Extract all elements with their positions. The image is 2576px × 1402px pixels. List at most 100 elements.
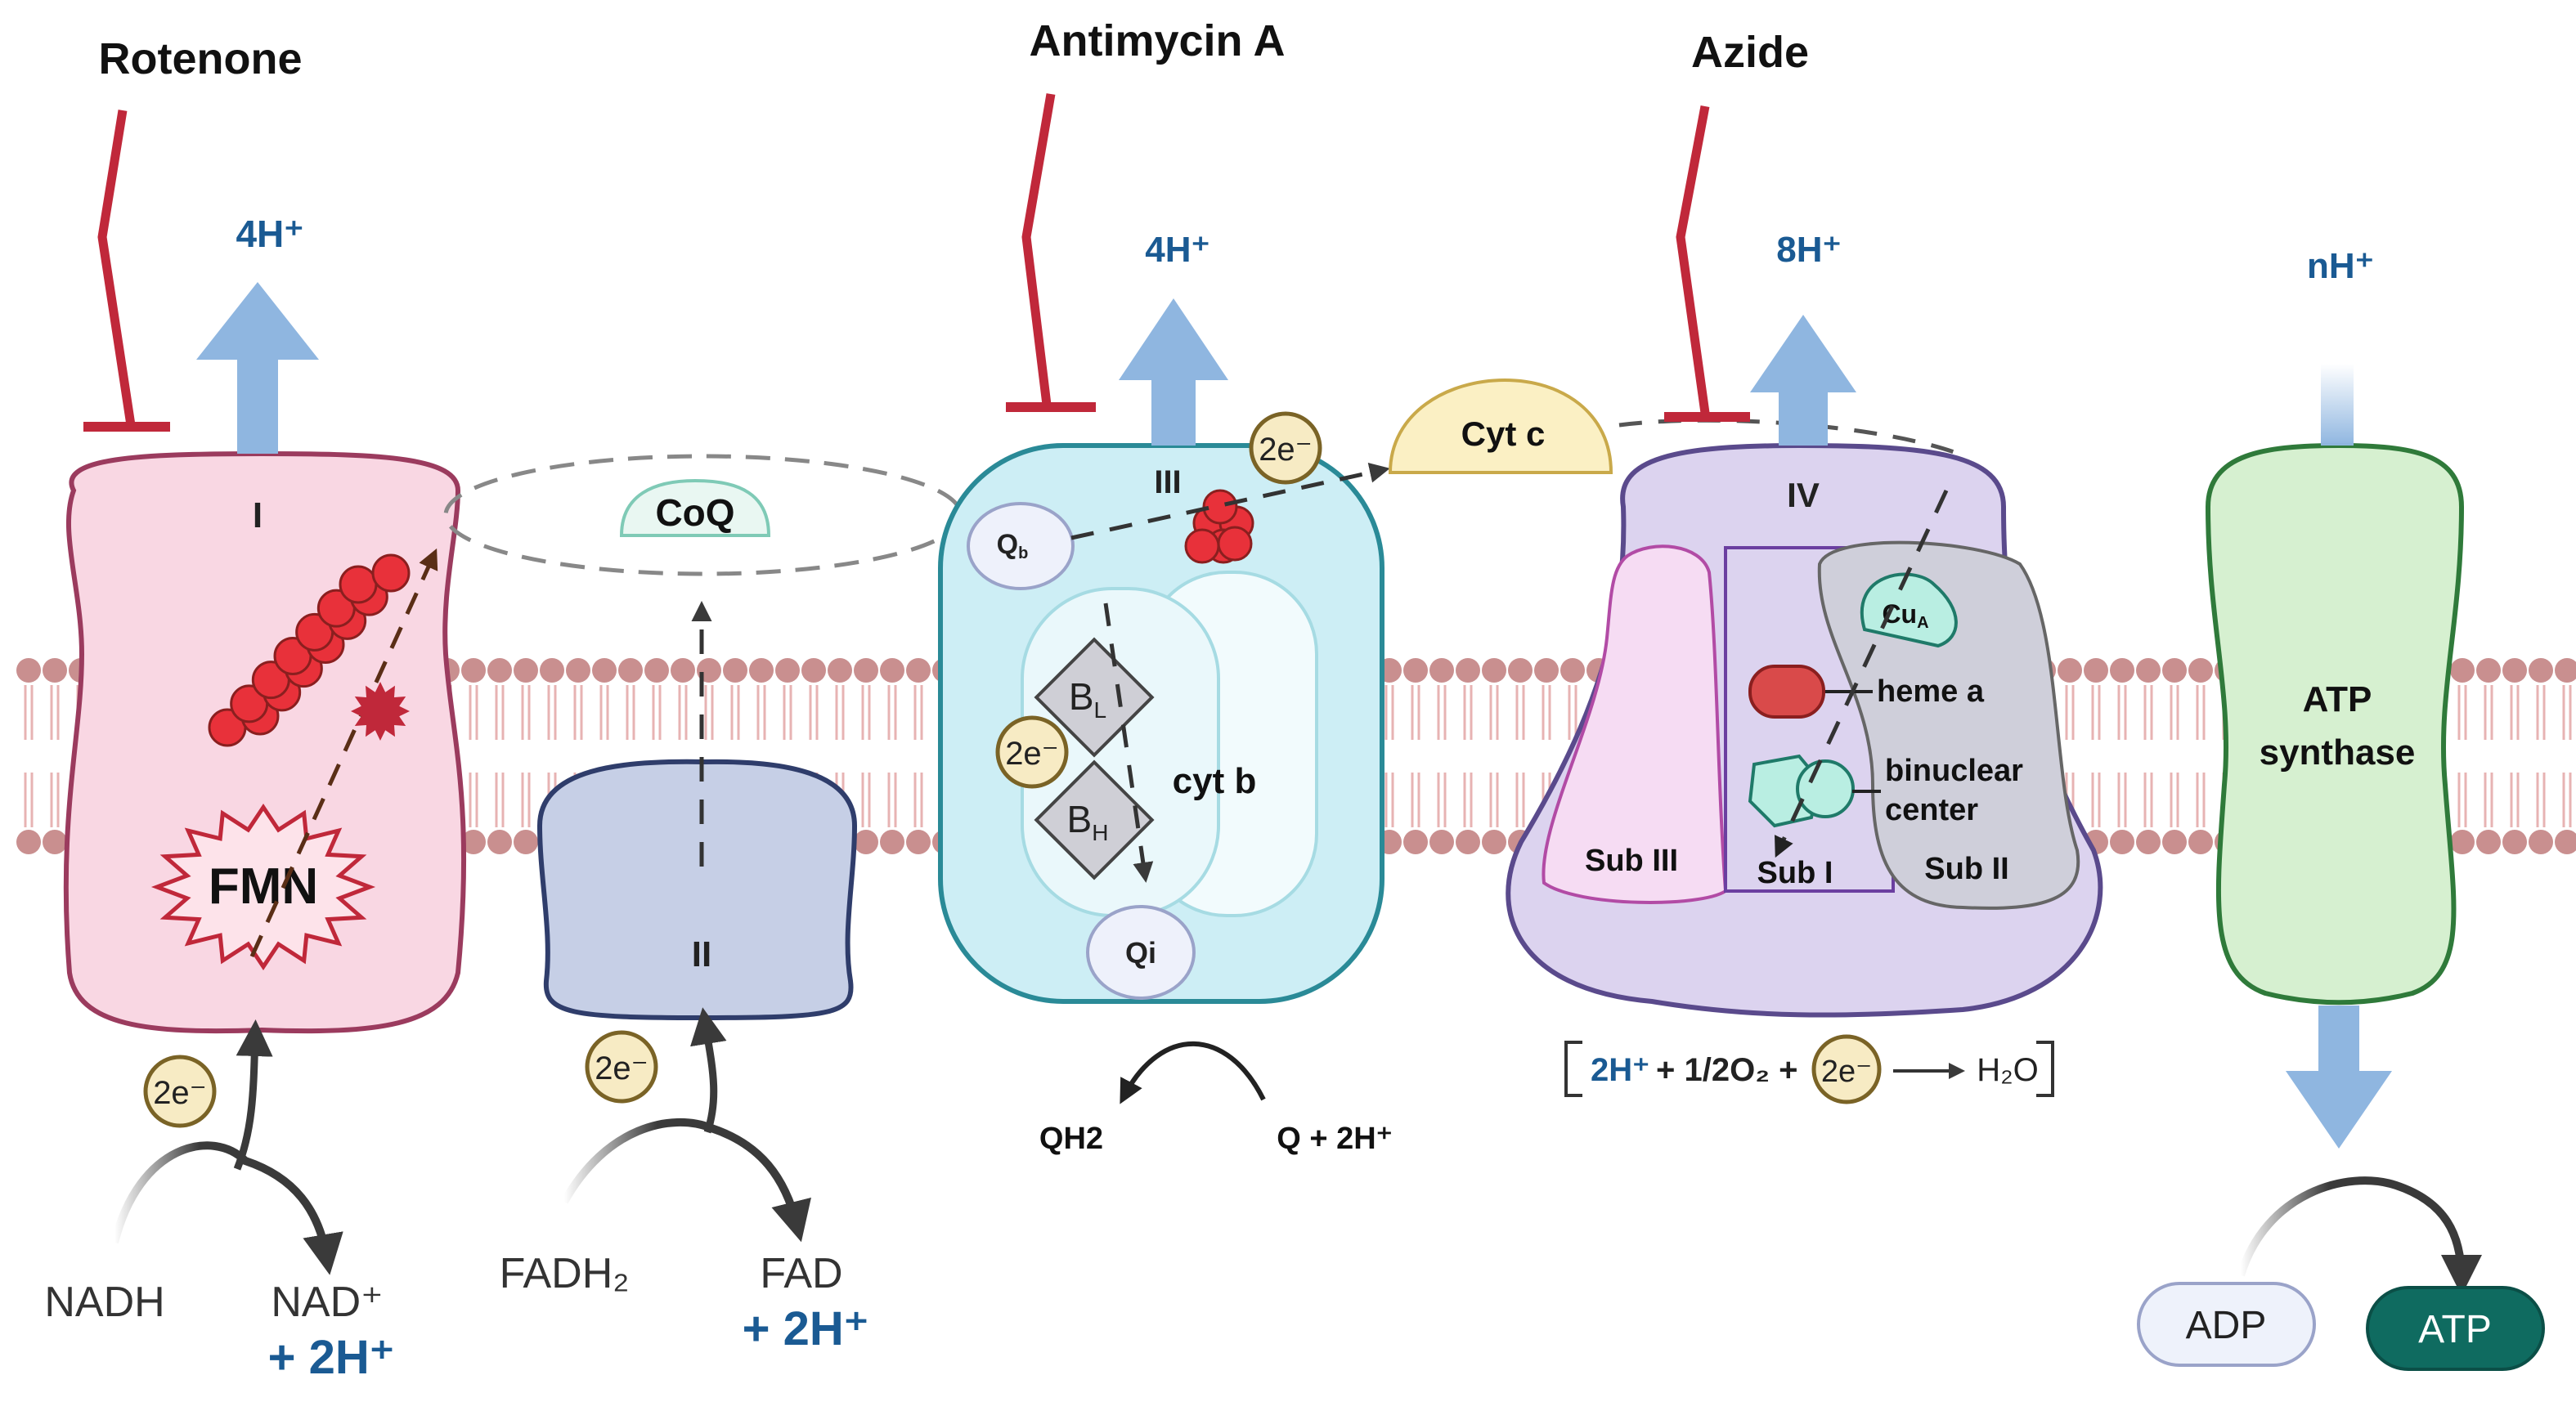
lipid-part [2136,830,2161,854]
electron-badge-complex-III-mid: 2e⁻ [995,715,1069,789]
lipid-part [43,830,67,854]
matrix-reactions: NADH NAD⁺ + 2H⁺ FADH₂ FAD + 2H⁺ QH2 Q + … [44,1007,2545,1384]
electron-badges: 2e⁻ 2e⁻ 2e⁻ 2e⁻ [143,411,1322,1128]
lipid-part [16,658,41,683]
lipid-part [1456,658,1480,683]
red-cluster-icon [351,682,410,741]
lipid-part [1429,830,1454,854]
fmn-label: FMN [209,858,318,915]
lipid-part [16,830,41,854]
iron-sulfur-cluster-chain [208,553,411,747]
coq-label: CoQ [655,491,734,534]
electron-path-to-cytc [1070,462,1390,540]
lipid-part [618,658,643,683]
azide-inhibitor-symbol [1676,105,1710,414]
lipid-part [1508,658,1533,683]
lipid-part [2110,830,2134,854]
lipid-part [461,658,486,683]
cytc-shape [1388,378,1613,474]
lipid-part [1534,658,1559,683]
lipid-part [828,658,852,683]
iron-sulfur-bead [339,565,378,604]
rotenone-label: Rotenone [99,34,303,83]
qi-site [1086,905,1196,1000]
iron-sulfur-bead [371,553,411,593]
lipid-part [1403,830,1428,854]
lipid-part [2162,830,2187,854]
qi-label: Qi [1125,936,1156,970]
cub-center [1796,759,1855,818]
heme-a-label: heme a [1877,674,1985,709]
proton-arrow-complex-IV [1750,315,1856,446]
reaction-product: H₂O [1977,1052,2039,1088]
nad-protons-label: + 2H⁺ [268,1331,395,1384]
bh-heme [1034,759,1155,880]
complex-II-body [536,759,858,1021]
lipid-part [880,830,904,854]
qb-label: Qb [997,529,1029,562]
adp-to-atp-arrow [2237,1176,2482,1296]
rieske-bead [1202,489,1238,525]
binuclear-label-2: center [1885,793,1978,827]
complex-II-label: II [692,934,711,974]
lipid-part [1482,830,1506,854]
lipid-part [592,658,617,683]
lipid-part [487,830,512,854]
lipid-part [880,658,904,683]
lipid-part [749,658,774,683]
lipid-part [43,658,67,683]
reaction-protons: 2H⁺ [1591,1052,1649,1088]
lipid-part [1429,658,1454,683]
lipid-part [854,658,878,683]
lipid-part [854,830,878,854]
reaction-oxygen: + 1/2O₂ + [1656,1052,1797,1088]
proton-channel-atp-synthase [2321,364,2354,446]
lipid-part [2476,830,2501,854]
complex-IV-label: IV [1787,476,1820,514]
lipid-part [801,658,826,683]
lipid-part [540,658,564,683]
qh2-label: QH2 [1039,1122,1103,1156]
azide-label: Azide [1691,28,1809,77]
lipid-part [2529,830,2553,854]
electron-badge-complex-III-top: 2e⁻ [1249,411,1322,485]
lipid-part [906,830,931,854]
oxygen-reduction-reaction: 2H⁺ + 1/2O₂ + 2e⁻ H₂O [1564,1034,2054,1104]
antimycin-label: Antimycin A [1029,16,1285,65]
cyt-b-label: cyt b [1173,761,1257,801]
lipid-part [2476,658,2501,683]
lipid-part [723,658,747,683]
electron-path-complex-III [1103,602,1154,883]
rotenone-inhibitor-symbol [97,110,136,426]
lipid-part [2084,658,2108,683]
lipid-part [514,658,538,683]
svg-text:2e⁻: 2e⁻ [595,1050,648,1086]
lipid-part [2136,658,2161,683]
complex-III: III Qb Qi BL BH cyt b [938,443,1390,1004]
svg-text:2e⁻: 2e⁻ [1259,432,1313,468]
electron-badge-complex-II: 2e⁻ [585,1030,658,1104]
fad-label: FAD [760,1250,842,1297]
lipid-part [644,658,669,683]
lipid-part [2450,658,2475,683]
fad-protons-label: + 2H⁺ [743,1302,869,1355]
heme-a [1748,665,1825,719]
proton-label-complex-I: 4H⁺ [236,213,303,255]
lipid-part [2502,658,2527,683]
adp-label: ADP [2186,1304,2267,1347]
fadh2-arrow [560,1118,811,1243]
nadh-label: NADH [44,1279,164,1326]
lipid-part [487,658,512,683]
lipid-part [2555,830,2576,854]
lipid-part [775,658,800,683]
lipid-part [2502,830,2527,854]
lipid-part [671,658,695,683]
nad-label: NAD⁺ [271,1279,383,1326]
proton-label-complex-IV: 8H⁺ [1776,230,1841,270]
lipid-part [1482,658,1506,683]
atp-synthase-body [2205,442,2465,1006]
sub-II-label: Sub II [1924,852,2008,886]
antimycin-inhibitor-symbol [1021,93,1056,405]
binuclear-label-1: binuclear [1885,754,2023,788]
proton-pumps: 4H⁺ 4H⁺ 8H⁺ nH⁺ [196,213,2392,1149]
